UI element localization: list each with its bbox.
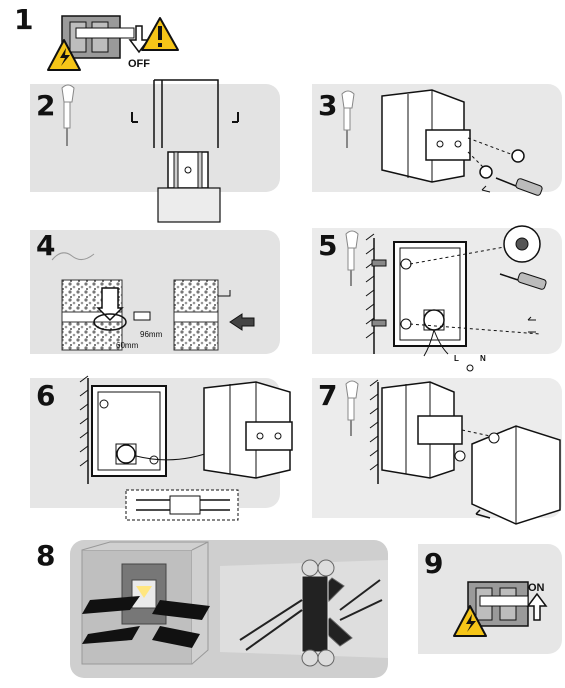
warning-icon xyxy=(141,17,179,51)
step4-illustration xyxy=(51,252,255,351)
screwdriver-icon xyxy=(341,90,355,148)
step3-illustration xyxy=(341,89,543,196)
screwdriver-icon xyxy=(499,272,547,290)
step6-illustration xyxy=(79,375,293,521)
screwdriver-icon xyxy=(345,380,359,436)
step-number-6: 6 xyxy=(36,379,56,412)
step-number-1: 1 xyxy=(14,3,34,36)
step9-on-label: ON xyxy=(528,582,545,594)
screwdriver-icon xyxy=(61,84,75,146)
step5-illustration xyxy=(345,225,547,372)
screwdriver-icon xyxy=(495,177,543,196)
step5-wire-n-label: N xyxy=(480,354,486,363)
step1-illustration xyxy=(47,15,179,71)
step-number-9: 9 xyxy=(424,547,444,580)
step-number-8: 8 xyxy=(36,539,56,572)
step8-illustration xyxy=(81,541,388,667)
step1-off-label: OFF xyxy=(128,58,150,70)
step-number-3: 3 xyxy=(318,89,338,122)
step7-illustration xyxy=(345,379,561,525)
step-number-7: 7 xyxy=(318,379,338,412)
screwdriver-icon xyxy=(345,230,359,286)
warning-icon xyxy=(47,39,81,71)
step9-illustration xyxy=(453,581,548,637)
step4-depth-label: 96mm xyxy=(140,330,163,339)
step-number-4: 4 xyxy=(36,229,56,262)
step2-illustration xyxy=(61,79,239,223)
step4-diameter-label: 60mm xyxy=(116,341,139,350)
step5-wire-l-label: L xyxy=(454,354,459,363)
warning-icon xyxy=(453,605,487,637)
step-number-2: 2 xyxy=(36,89,56,122)
step-number-5: 5 xyxy=(318,229,338,262)
